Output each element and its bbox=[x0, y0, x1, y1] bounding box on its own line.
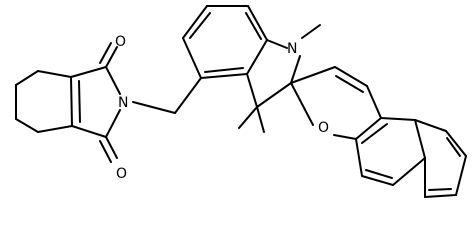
bond bbox=[37, 70, 72, 78]
bond bbox=[247, 5, 268, 41]
bond bbox=[256, 82, 292, 108]
bond bbox=[105, 109, 121, 138]
bond bbox=[333, 134, 357, 140]
bond bbox=[428, 188, 452, 191]
bond bbox=[355, 117, 382, 140]
bond bbox=[365, 169, 393, 179]
imide-n-label: N bbox=[118, 95, 128, 111]
bond bbox=[446, 137, 461, 157]
bond bbox=[290, 82, 314, 126]
bond bbox=[182, 37, 202, 79]
bond bbox=[99, 42, 112, 64]
bond bbox=[455, 155, 467, 196]
chemical-structure: O N O N O bbox=[15, 5, 467, 198]
bond bbox=[15, 70, 39, 86]
bond bbox=[414, 119, 447, 132]
bond bbox=[445, 130, 467, 157]
bond bbox=[334, 66, 368, 87]
bond bbox=[414, 119, 426, 159]
bond bbox=[37, 125, 73, 133]
bond bbox=[174, 77, 202, 114]
imide-o-bottom-label: O bbox=[116, 166, 127, 182]
bond bbox=[70, 76, 73, 127]
bond bbox=[78, 80, 81, 123]
bond bbox=[361, 175, 394, 186]
bond bbox=[189, 12, 211, 39]
atom-labels: O N O N O bbox=[115, 34, 329, 182]
indoline-n-label: N bbox=[287, 41, 297, 57]
bond bbox=[132, 101, 176, 114]
bond bbox=[290, 55, 301, 84]
bond bbox=[105, 66, 121, 95]
bond bbox=[200, 73, 248, 79]
bond bbox=[335, 75, 364, 93]
bond bbox=[99, 140, 112, 163]
bond bbox=[366, 85, 382, 119]
structure-canvas: O N O N O bbox=[15, 5, 467, 198]
bond bbox=[238, 106, 258, 129]
bond bbox=[392, 157, 426, 186]
bond bbox=[424, 194, 457, 198]
bond bbox=[105, 136, 118, 159]
bond bbox=[70, 66, 107, 78]
bond bbox=[301, 24, 321, 39]
bond bbox=[361, 123, 388, 144]
bond bbox=[105, 46, 118, 68]
bond bbox=[290, 66, 336, 84]
bond bbox=[380, 117, 416, 121]
bond bbox=[71, 125, 107, 138]
bond bbox=[246, 39, 268, 75]
imide-o-top-label: O bbox=[115, 34, 126, 50]
bond bbox=[182, 5, 208, 39]
bond bbox=[355, 138, 363, 177]
bond bbox=[245, 12, 262, 40]
bond bbox=[15, 118, 39, 133]
chromene-o-label: O bbox=[318, 120, 329, 136]
bonds bbox=[15, 5, 467, 198]
bond bbox=[204, 67, 244, 73]
bond bbox=[246, 73, 258, 108]
bond bbox=[256, 106, 265, 133]
bond bbox=[266, 39, 288, 49]
